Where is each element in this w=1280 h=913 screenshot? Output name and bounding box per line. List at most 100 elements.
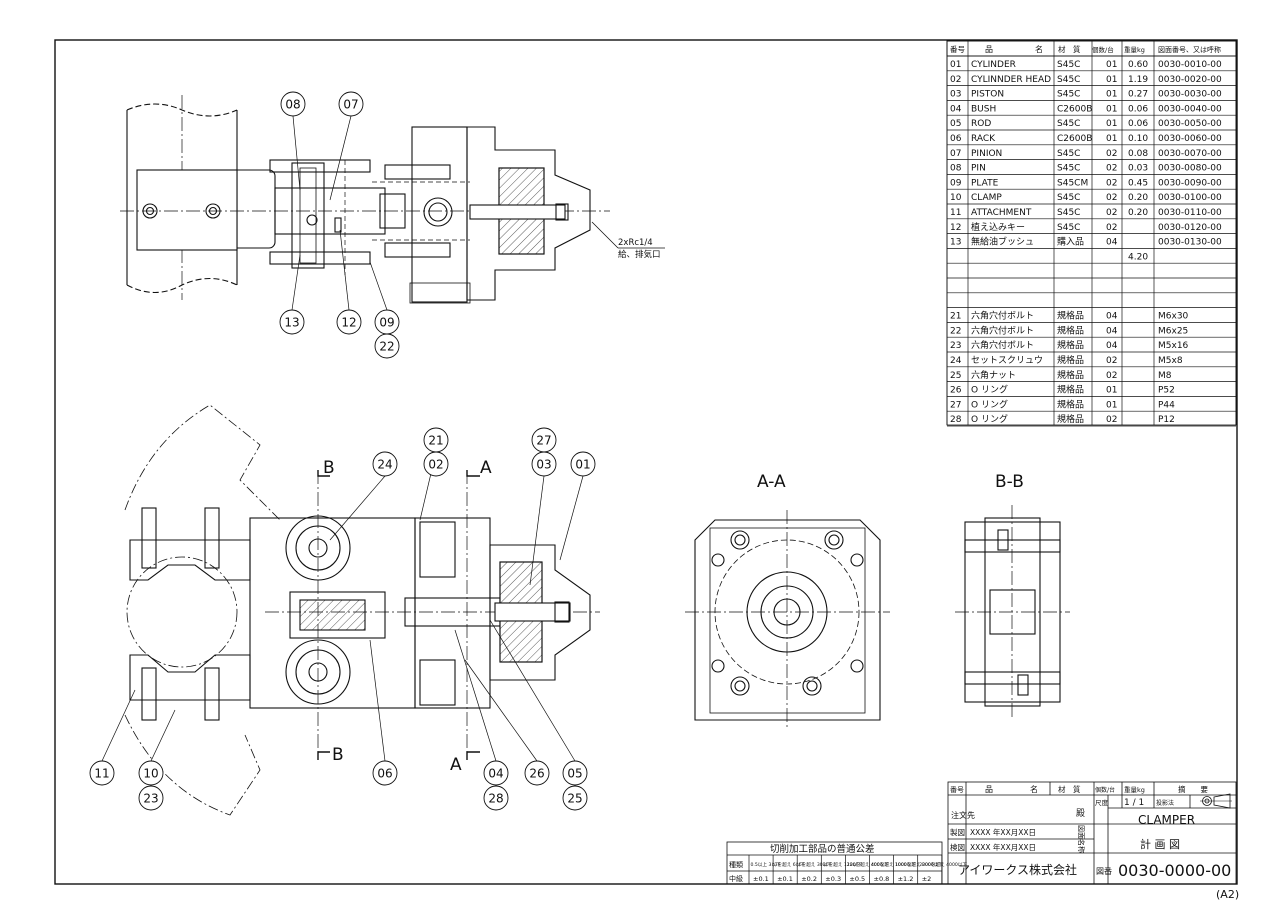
part-drawing: 0030-0070-00	[1158, 149, 1222, 159]
std-part-qty: 01	[1106, 400, 1117, 410]
std-part-spec: M5x8	[1158, 356, 1183, 366]
part-qty: 01	[1106, 90, 1117, 100]
tb-h-name2: 名	[1030, 784, 1038, 794]
tb-h-note: 摘 要	[1178, 784, 1208, 794]
section-aa-view	[685, 510, 890, 730]
part-drawing: 0030-0010-00	[1158, 60, 1222, 70]
tb-projection-label: 投影法	[1156, 799, 1174, 807]
tolerance-row2-label: 中級	[729, 874, 743, 883]
std-part-no: 23	[950, 341, 961, 351]
part-no: 10	[950, 193, 962, 203]
std-part-no: 24	[950, 356, 962, 366]
tolerance-value: ±1.2	[898, 875, 914, 883]
tolerance-range: 400を超え 1000以下	[871, 861, 916, 868]
balloon-number: 10	[143, 767, 158, 781]
tolerance-range: 1000を超え 2000以下	[895, 861, 943, 868]
title-block	[947, 781, 1237, 885]
tb-checked-date: XXXX 年XX月XX日	[970, 842, 1036, 852]
hdr-qty: 個数/台	[1092, 45, 1114, 54]
part-qty: 01	[1106, 119, 1117, 129]
part-weight: 0.06	[1128, 104, 1148, 114]
part-drawing: 0030-0100-00	[1158, 193, 1222, 203]
tb-title: CLAMPER	[1138, 813, 1195, 827]
balloon-number: 24	[377, 458, 392, 472]
balloon-number: 01	[575, 458, 590, 472]
part-drawing: 0030-0060-00	[1158, 134, 1222, 144]
part-material: C2600B	[1057, 104, 1092, 114]
tb-checked-label: 検図	[950, 842, 965, 852]
part-qty: 01	[1106, 75, 1117, 85]
balloon-number: 25	[567, 792, 582, 806]
top-plan-view	[120, 95, 665, 304]
std-part-no: 28	[950, 415, 962, 425]
part-balloon: 24	[372, 451, 398, 477]
cut-b-bottom: B	[332, 745, 344, 765]
balloon-number: 28	[488, 792, 503, 806]
part-name: 無給油ブッシュ	[971, 236, 1034, 248]
part-name: 植え込みキー	[971, 221, 1025, 233]
part-balloon: 26	[524, 760, 550, 786]
std-part-qty: 02	[1106, 356, 1117, 366]
port-note-line1: 2xRc1/4	[618, 238, 653, 248]
part-balloon: 08	[280, 91, 306, 117]
part-no: 11	[950, 208, 961, 218]
part-qty: 01	[1106, 134, 1117, 144]
balloon-number: 03	[536, 458, 551, 472]
std-part-qty: 04	[1106, 341, 1118, 351]
tb-drawing-name-label: 図面名称	[1077, 825, 1086, 853]
tb-scale: 1 / 1	[1124, 798, 1144, 808]
part-weight: 0.27	[1128, 90, 1148, 100]
part-balloon: 12	[336, 309, 362, 335]
part-drawing: 0030-0040-00	[1158, 104, 1222, 114]
part-drawing: 0030-0080-00	[1158, 164, 1222, 174]
part-no: 03	[950, 90, 961, 100]
std-part-name: セットスクリュウ	[971, 355, 1043, 366]
part-qty: 02	[1106, 164, 1117, 174]
part-drawing: 0030-0090-00	[1158, 178, 1222, 188]
part-no: 04	[950, 104, 962, 114]
part-name: BUSH	[971, 104, 996, 114]
std-part-name: O リング	[971, 398, 1008, 410]
tolerance-value: ±0.1	[753, 875, 769, 883]
part-balloon: 28	[483, 785, 509, 811]
std-part-qty: 04	[1106, 326, 1118, 336]
hdr-name2: 名	[1035, 44, 1043, 54]
hdr-name1: 品	[985, 45, 993, 54]
tolerance-value: ±0.5	[849, 875, 865, 883]
tb-drawn-date: XXXX 年XX月XX日	[970, 827, 1036, 837]
tb-customer-label: 注文先	[951, 810, 975, 820]
part-material: S45C	[1057, 208, 1080, 218]
part-material: 購入品	[1057, 236, 1084, 248]
tb-h-no: 番号	[950, 786, 964, 794]
part-material: S45C	[1057, 223, 1080, 233]
sheet-size-label: (A2)	[1216, 888, 1239, 901]
part-weight: 0.20	[1128, 208, 1148, 218]
title-block-text: 番号 品 名 材 質 個数/台 重量kg 摘 要 注文先 殿 尺度 1 / 1 …	[950, 784, 1232, 880]
balloon-number: 08	[285, 98, 300, 112]
part-drawing: 0030-0130-00	[1158, 238, 1222, 248]
part-qty: 02	[1106, 178, 1117, 188]
section-bb-label: B-B	[995, 472, 1024, 492]
part-material: S45C	[1057, 90, 1080, 100]
tolerance-range: 30を超え 120以下	[823, 861, 862, 868]
cut-a-bottom: A	[450, 755, 462, 775]
tolerance-range: 2000を超え 4000以下	[919, 861, 967, 868]
tb-customer-suffix: 殿	[1076, 808, 1085, 819]
part-weight: 0.06	[1128, 119, 1148, 129]
std-part-material: 規格品	[1057, 369, 1084, 381]
tolerance-range: 120を超え 400以下	[847, 861, 889, 868]
parts-list-header: 番号 品 名 材 質 個数/台 重量kg 図面番号、又は呼称	[946, 40, 1237, 57]
part-material: S45CM	[1057, 178, 1088, 188]
